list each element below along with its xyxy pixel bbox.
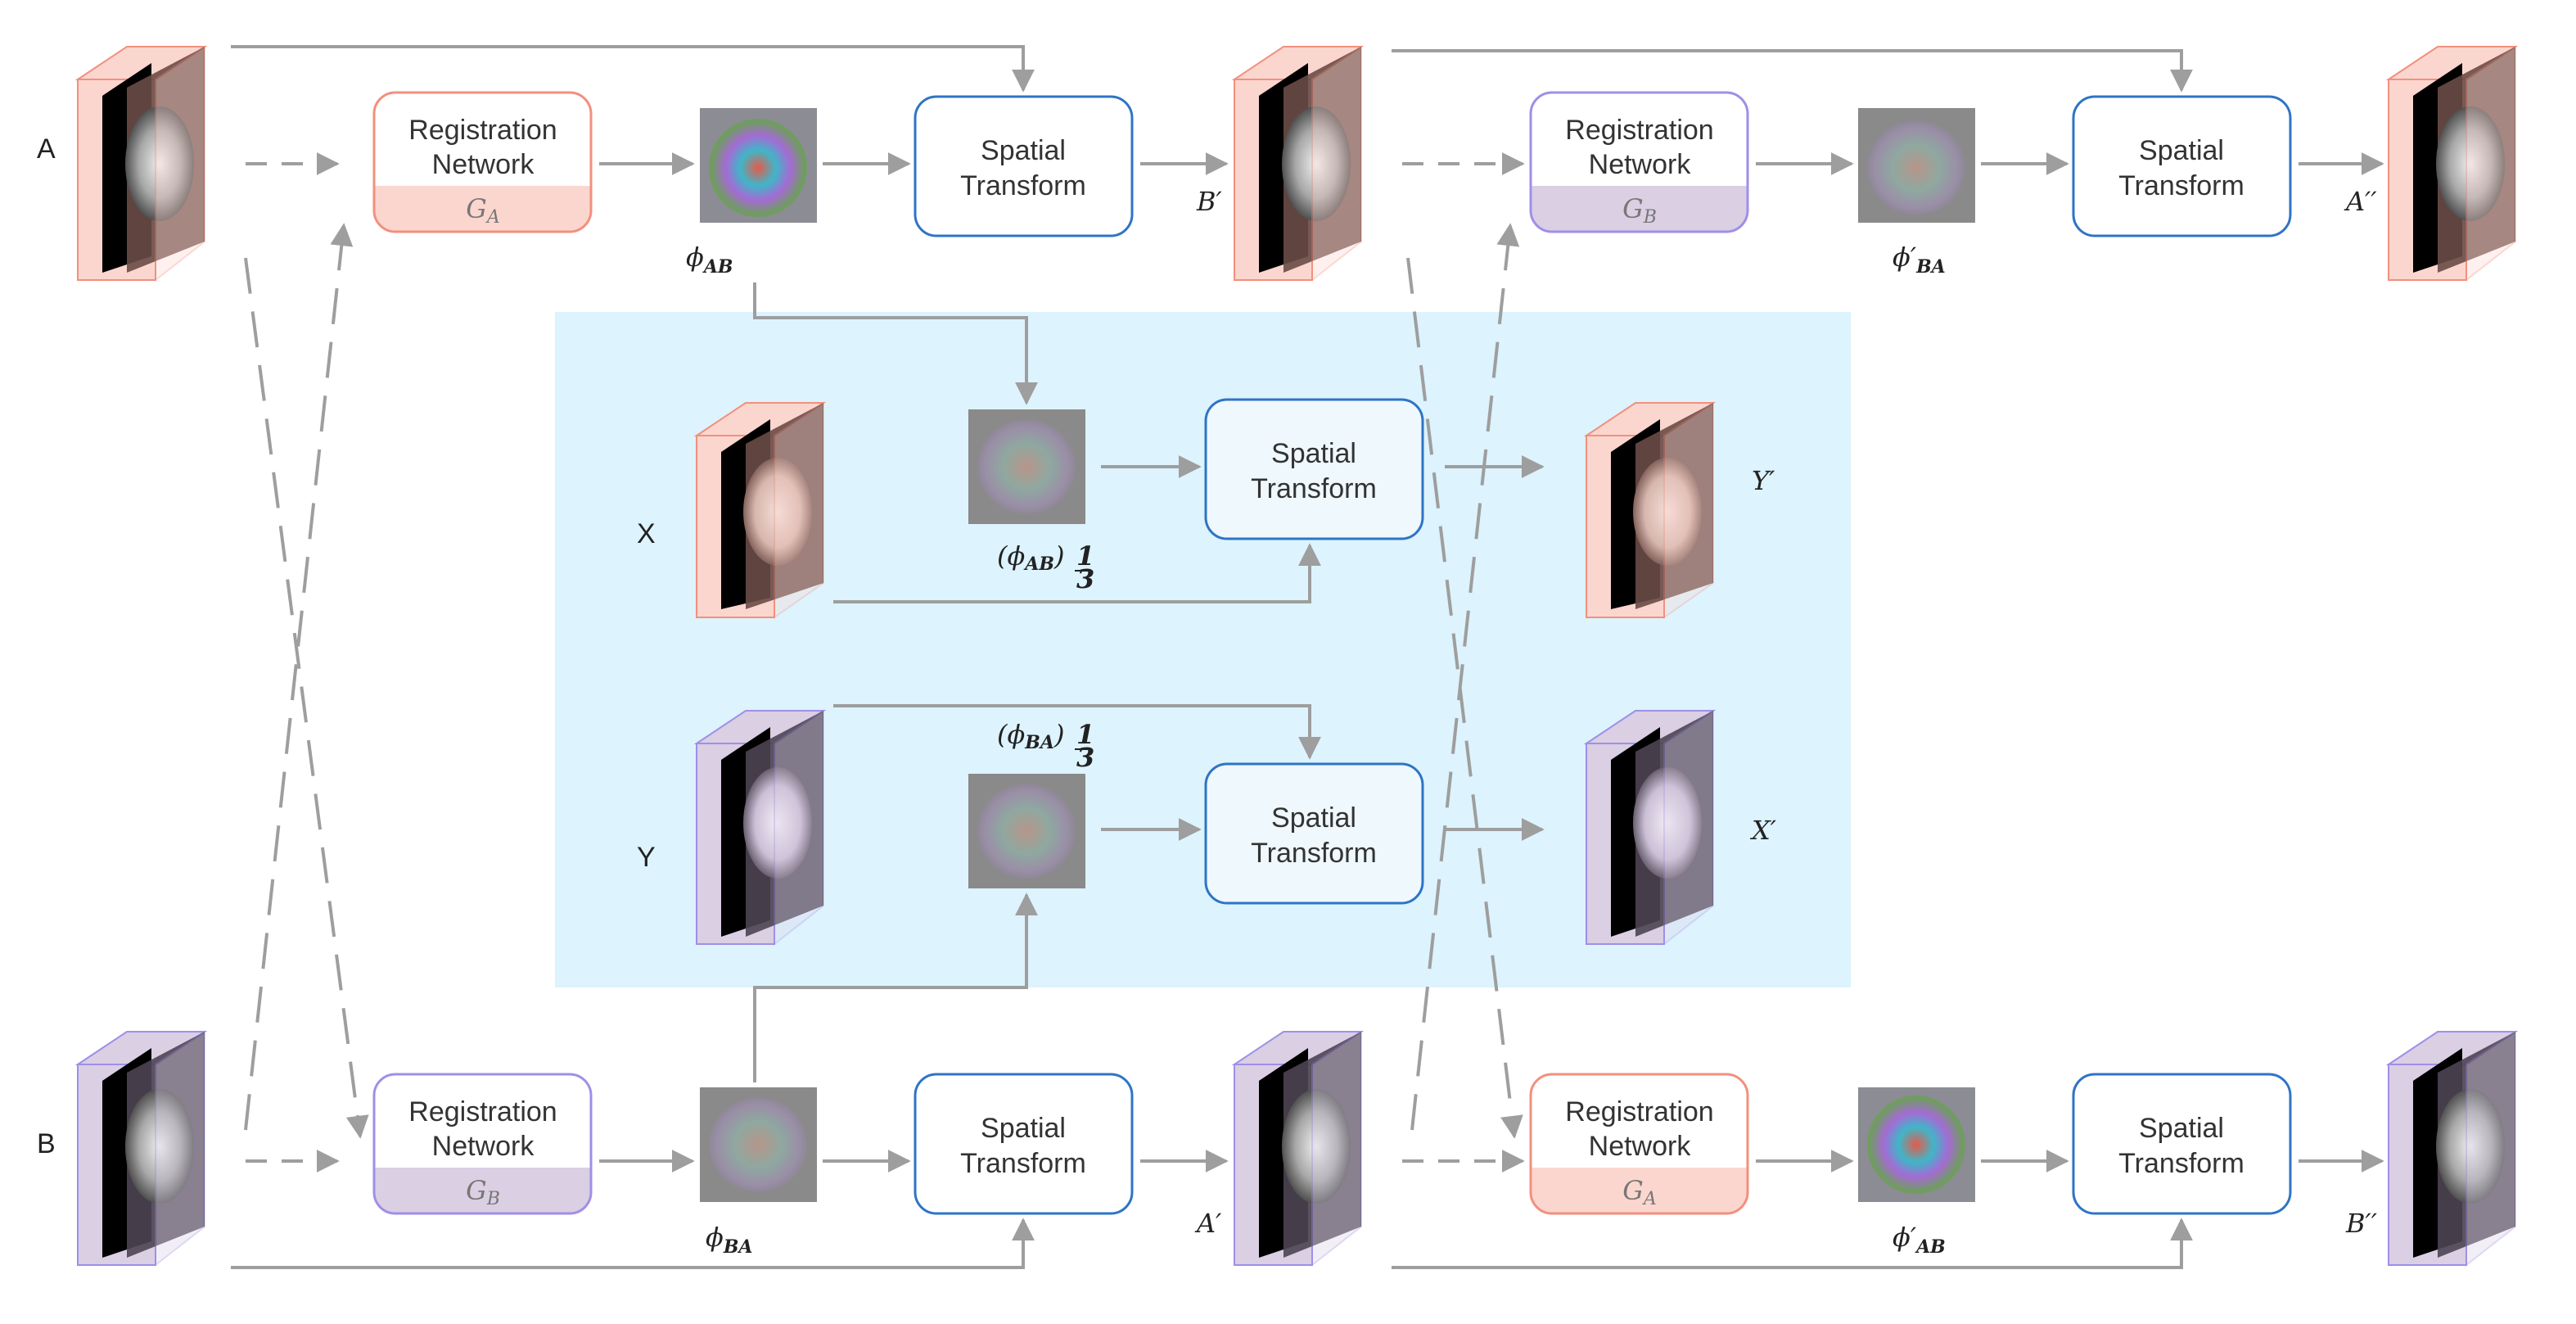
field-phi-ba-third — [968, 774, 1085, 888]
volume-b-prime — [1231, 45, 1365, 282]
registration-network-ga-bottom: Registration Network GA — [1529, 1073, 1749, 1215]
svg-text:3: 3 — [1076, 742, 1094, 773]
spatial-line1: Spatial — [981, 1113, 1066, 1144]
registration-line1: Registration — [1565, 115, 1713, 146]
spatial-line2: Transform — [2118, 170, 2244, 201]
label-phi-ba-prime: ϕ′BA — [1893, 242, 1946, 278]
registration-line1: Registration — [408, 115, 557, 146]
registration-line2: Network — [1589, 149, 1692, 180]
spatial-transform-top-1: Spatial Transform — [914, 95, 1134, 237]
registration-line1: Registration — [408, 1096, 557, 1127]
arrows — [231, 45, 2384, 1269]
label-y-prime: Y′ — [1752, 465, 1775, 496]
registration-line2: Network — [1589, 1131, 1692, 1162]
volume-b-double-prime — [2385, 1030, 2519, 1268]
volume-x — [693, 401, 827, 619]
label-b-prime: B′ — [1196, 186, 1223, 217]
field-phi-ba-prime — [1858, 108, 1975, 223]
label-phi-ab-prime: ϕ′AB — [1893, 1222, 1946, 1258]
label-b: B — [37, 1128, 56, 1159]
label-x-prime: X′ — [1749, 815, 1777, 846]
spatial-line2: Transform — [960, 170, 1086, 201]
spatial-transform-panel-lower: Spatial Transform — [1204, 762, 1424, 905]
volume-y-prime — [1583, 401, 1717, 619]
label-phi-ba: ϕBA — [706, 1222, 752, 1258]
spatial-transform-top-2: Spatial Transform — [2072, 95, 2292, 237]
spatial-line2: Transform — [1251, 473, 1377, 504]
field-phi-ba — [700, 1087, 817, 1202]
spatial-line1: Spatial — [2139, 1113, 2224, 1144]
spatial-line1: Spatial — [981, 135, 1066, 166]
volume-a — [74, 45, 208, 282]
label-x: X — [637, 518, 656, 549]
spatial-transform-panel-upper: Spatial Transform — [1204, 398, 1424, 540]
volume-a-double-prime — [2385, 45, 2519, 282]
generator-label: GB — [466, 1175, 500, 1209]
spatial-line2: Transform — [2118, 1148, 2244, 1179]
registration-line1: Registration — [1565, 1096, 1713, 1127]
label-phi-ab-third: (ϕAB) 1 3 — [997, 540, 1094, 594]
spatial-line1: Spatial — [2139, 135, 2224, 166]
label-a-prime: A′ — [1194, 1208, 1222, 1239]
registration-network-gb-top: Registration Network GB — [1529, 91, 1749, 233]
field-phi-ab-prime — [1858, 1087, 1975, 1202]
volume-y — [693, 709, 827, 947]
svg-text:1: 1 — [1076, 540, 1094, 572]
label-phi-ab: ϕAB — [686, 242, 733, 278]
spatial-line2: Transform — [960, 1148, 1086, 1179]
volume-x-prime — [1583, 709, 1717, 947]
registration-network-ga-top: Registration Network GA — [372, 91, 593, 233]
volume-b — [74, 1030, 208, 1268]
label-phi-ba-third: (ϕBA) 1 3 — [997, 719, 1094, 773]
spatial-transform-bottom-1: Spatial Transform — [914, 1073, 1134, 1215]
registration-line2: Network — [432, 149, 535, 180]
svg-text:3: 3 — [1076, 563, 1094, 594]
volume-a-prime — [1231, 1030, 1365, 1268]
spatial-transform-bottom-2: Spatial Transform — [2072, 1073, 2292, 1215]
spatial-line1: Spatial — [1271, 438, 1356, 469]
label-b-double-prime: B′′ — [2345, 1208, 2378, 1239]
field-phi-ab-third — [968, 409, 1085, 524]
field-phi-ab — [700, 108, 817, 223]
spatial-line1: Spatial — [1271, 802, 1356, 834]
label-a-double-prime: A′′ — [2344, 186, 2377, 217]
generator-label: GA — [466, 193, 499, 228]
label-y: Y — [637, 842, 656, 873]
spatial-line2: Transform — [1251, 838, 1377, 869]
generator-label: GB — [1622, 193, 1657, 228]
svg-text:1: 1 — [1076, 719, 1094, 750]
registration-network-gb-bottom: Registration Network GB — [372, 1073, 593, 1215]
generator-label: GA — [1622, 1175, 1656, 1209]
svg-text:(ϕAB): (ϕAB) — [997, 540, 1064, 575]
label-a: A — [37, 133, 56, 165]
svg-text:(ϕBA): (ϕBA) — [997, 719, 1064, 753]
registration-line2: Network — [432, 1131, 535, 1162]
